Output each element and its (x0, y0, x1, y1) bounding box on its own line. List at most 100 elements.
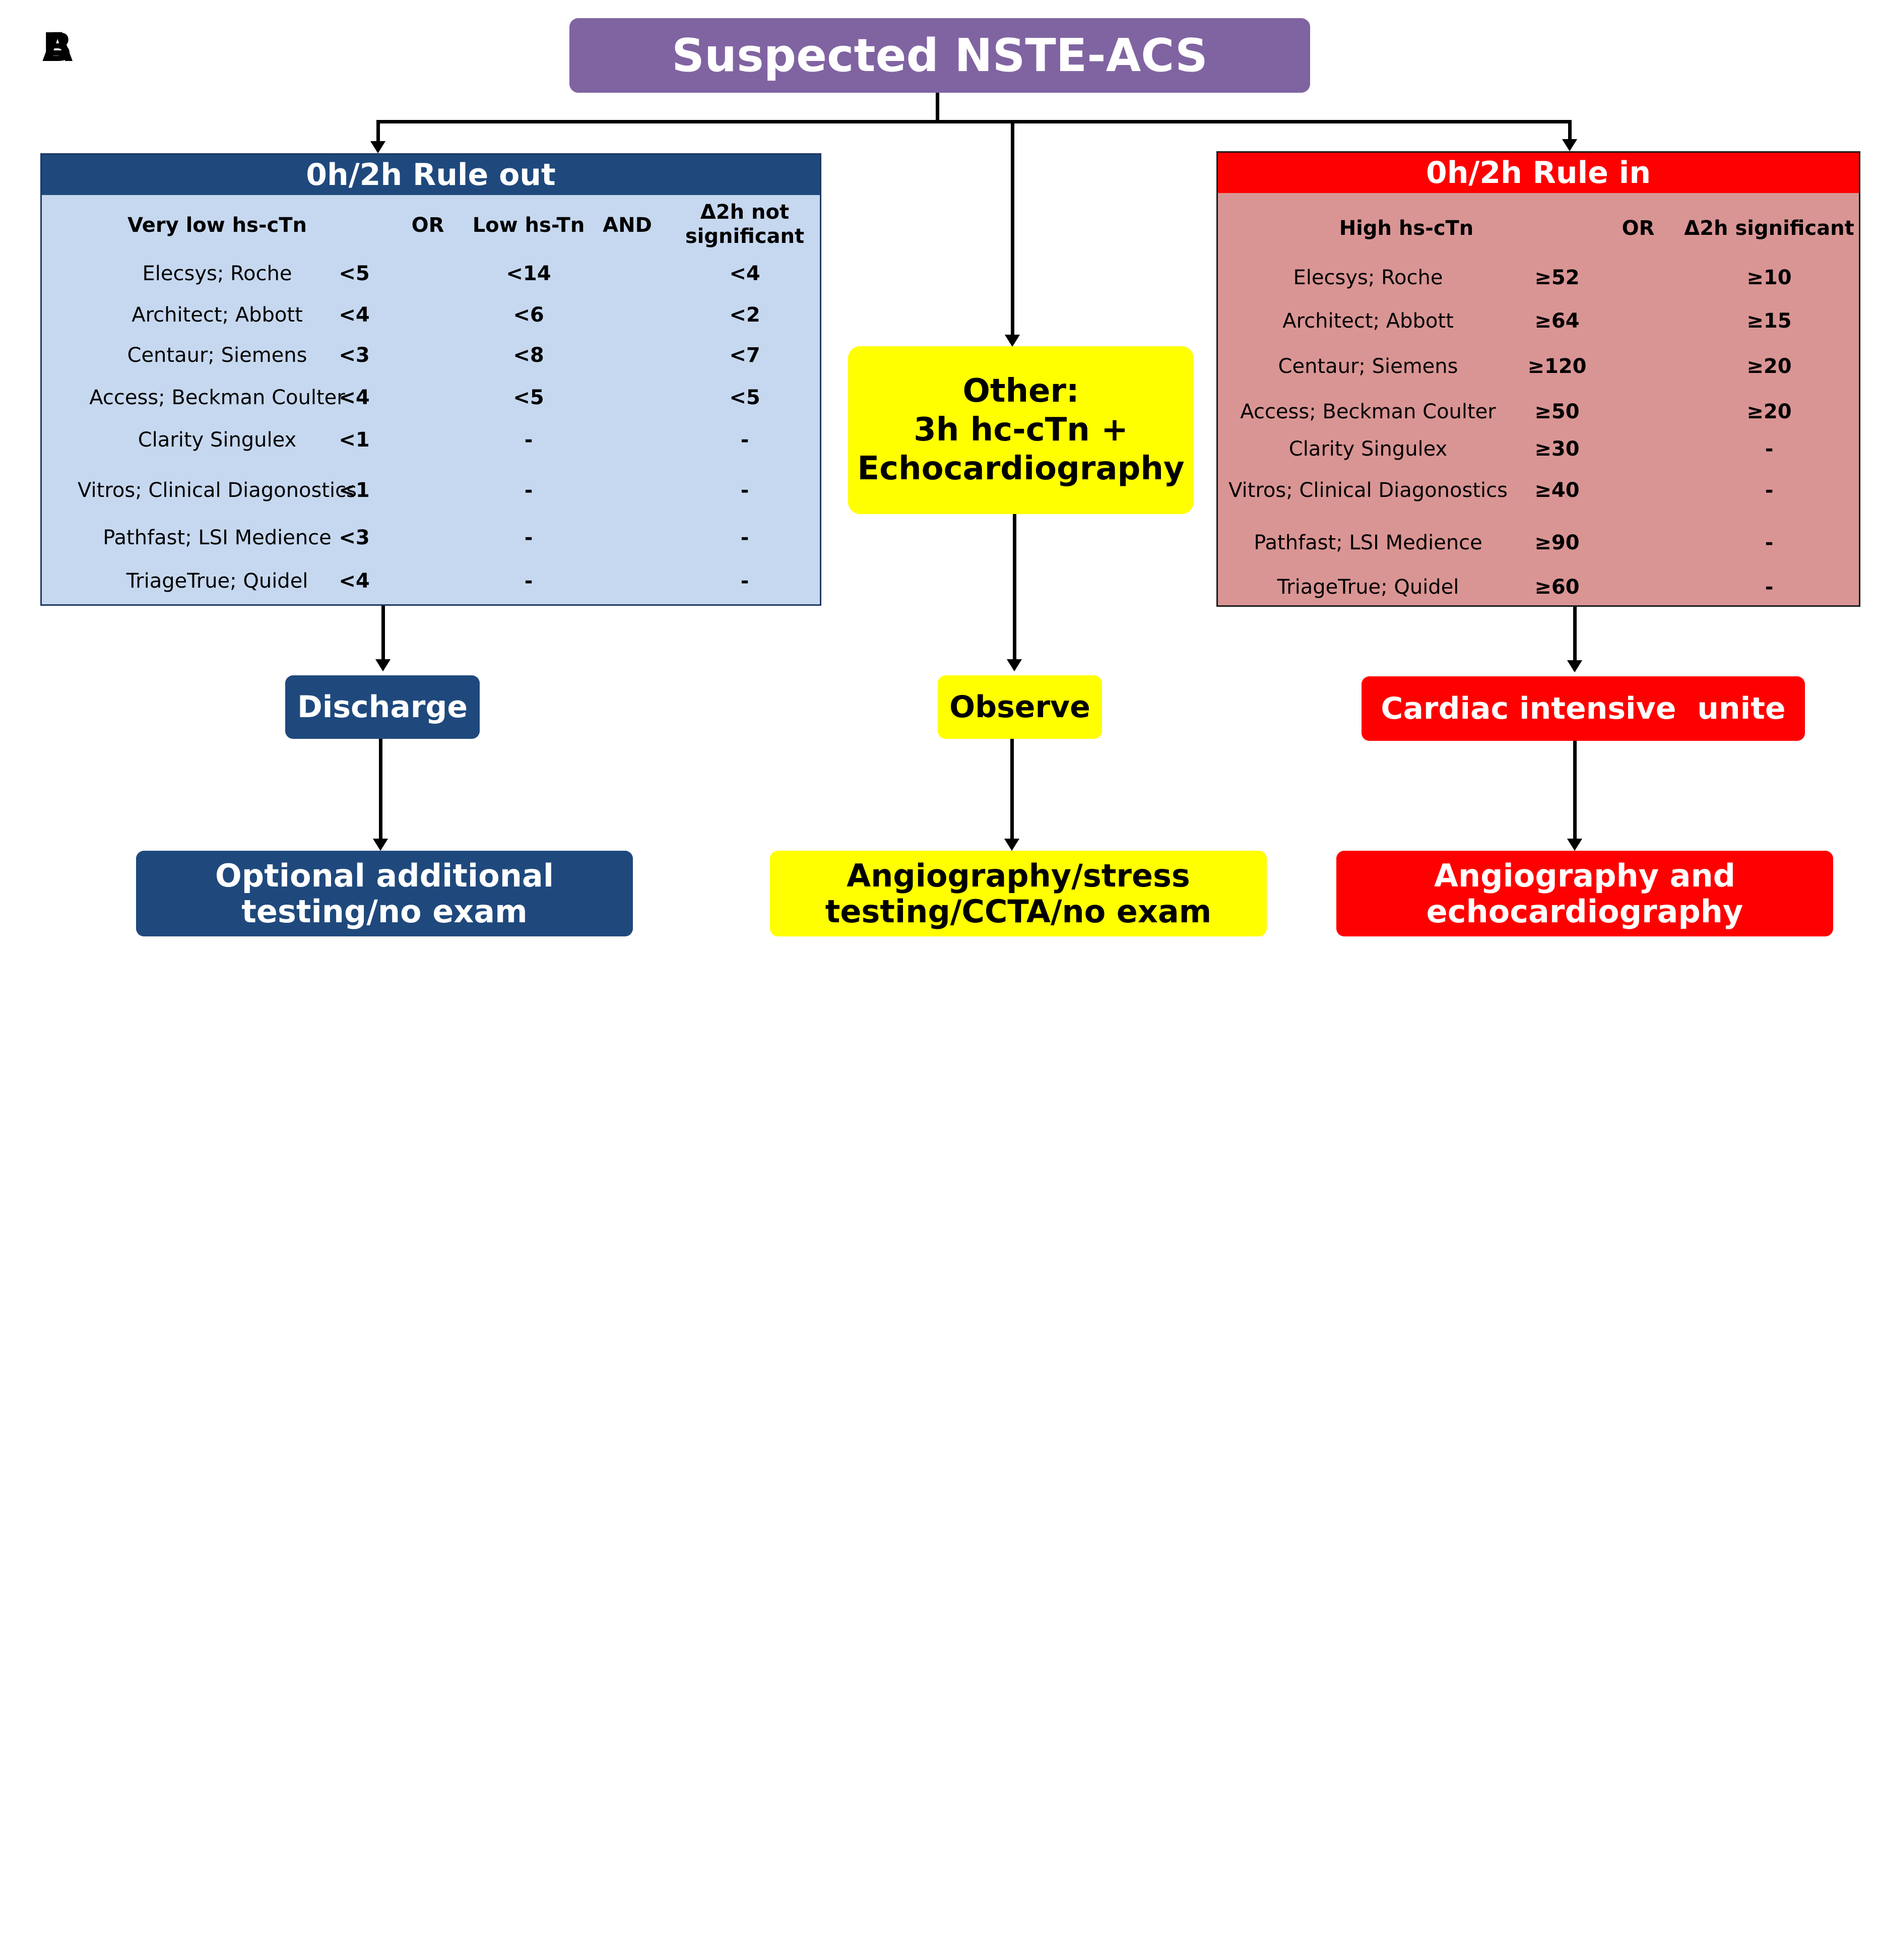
threshold-value: - (740, 428, 749, 452)
threshold-value: ≥120 (1527, 355, 1587, 378)
cardiac-intensive-unit-box: Cardiac intensive unite (1362, 676, 1805, 741)
threshold-value: <4 (339, 303, 370, 327)
threshold-value: <6 (513, 303, 544, 327)
connector-line (379, 739, 382, 841)
threshold-value: <7 (729, 344, 760, 367)
column-header: Low hs-Tn (472, 214, 585, 237)
assay-name: Architect; Abbott (132, 303, 303, 327)
threshold-value: ≥50 (1534, 400, 1580, 423)
assay-name: Centaur; Siemens (1278, 355, 1458, 378)
assay-name: Access; Beckman Coulter (89, 386, 345, 409)
threshold-value: ≥60 (1534, 576, 1580, 599)
assay-name: Centaur; Siemens (127, 344, 307, 367)
column-header: Δ2h significant (1684, 217, 1854, 240)
assay-name: Architect; Abbott (1282, 309, 1454, 333)
column-header: Δ2h not significant (685, 201, 805, 248)
threshold-value: <4 (729, 262, 760, 285)
threshold-value: <5 (513, 386, 544, 409)
threshold-value: <2 (729, 303, 760, 327)
threshold-value: - (524, 428, 533, 452)
assay-name: Vitros; Clinical Diagonostics (78, 479, 357, 502)
other-title: Other: (962, 372, 1079, 410)
threshold-value: ≥64 (1534, 309, 1580, 333)
threshold-value: ≥20 (1746, 400, 1792, 423)
rule-out-table: 0h/2h Rule out Very low hs-cTn OR Low hs… (40, 153, 821, 606)
column-header: AND (603, 214, 652, 237)
threshold-value: - (1765, 479, 1774, 502)
threshold-value: - (1765, 531, 1774, 554)
assay-name: Pathfast; LSI Medience (1254, 531, 1482, 554)
arrowhead (370, 141, 385, 153)
threshold-value: <5 (339, 262, 370, 285)
assay-name: Clarity Singulex (138, 428, 297, 452)
assay-name: Pathfast; LSI Medience (103, 526, 332, 549)
panel-letter: B (42, 25, 73, 71)
threshold-value: - (740, 526, 749, 549)
threshold-value: <8 (513, 344, 544, 367)
threshold-value: <5 (729, 386, 760, 409)
threshold-value: <1 (339, 428, 370, 452)
threshold-value: - (524, 570, 533, 593)
optional-testing-box: Optional additional testing/no exam (136, 851, 633, 936)
rule-out-header: 0h/2h Rule out (42, 155, 820, 195)
threshold-value: - (524, 479, 533, 502)
other-line: Echocardiography (857, 450, 1185, 487)
assay-name: Elecsys; Roche (1293, 266, 1443, 289)
arrowhead (1005, 335, 1020, 347)
arrowhead (373, 839, 388, 851)
threshold-value: ≥52 (1534, 266, 1580, 289)
threshold-value: ≥90 (1534, 531, 1580, 554)
panel-letter: A (42, 25, 73, 71)
threshold-value: ≥40 (1534, 479, 1580, 502)
other-line: 3h hc-cTn + (914, 411, 1128, 449)
discharge-box: Discharge (285, 675, 480, 739)
threshold-value: <3 (339, 526, 370, 549)
angiography-echo-box: Angiography and echocardiography (1336, 851, 1833, 936)
threshold-value: <3 (339, 344, 370, 367)
threshold-value: <1 (339, 479, 370, 502)
arrowhead (1004, 839, 1019, 851)
connector-line (936, 93, 939, 122)
threshold-value: - (524, 526, 533, 549)
rule-in-header: 0h/2h Rule in (1218, 153, 1859, 193)
connector-line (1011, 122, 1014, 336)
arrowhead (1007, 659, 1022, 671)
flowchart-panel: B Suspected NSTE-ACS 0h/2h Rule out Very… (0, 18, 1877, 1959)
assay-name: Elecsys; Roche (142, 262, 292, 285)
assay-name: Clarity Singulex (1288, 437, 1448, 461)
threshold-value: ≥30 (1534, 437, 1580, 461)
assay-name: TriageTrue; Quidel (126, 570, 308, 593)
threshold-value: - (740, 479, 749, 502)
connector-line (1010, 739, 1014, 841)
arrowhead (1567, 660, 1582, 672)
panel-b: B Suspected NSTE-ACS 0h/2h Rule out Very… (0, 18, 1877, 1959)
threshold-value: - (1765, 576, 1774, 599)
column-header: Very low hs-cTn (127, 214, 307, 237)
connector-line (1573, 741, 1577, 841)
observe-box: Observe (938, 675, 1102, 739)
connector-line (1568, 120, 1572, 141)
angiography-stress-box: Angiography/stress testing/CCTA/no exam (770, 851, 1267, 936)
column-header: High hs-cTn (1339, 217, 1474, 240)
threshold-value: ≥15 (1746, 309, 1792, 333)
threshold-value: ≥20 (1746, 355, 1792, 378)
suspected-nste-acs-box: Suspected NSTE-ACS (569, 18, 1310, 93)
arrowhead (375, 659, 391, 671)
threshold-value: <4 (339, 570, 370, 593)
rule-in-table: 0h/2h Rule in High hs-cTn OR Δ2h signifi… (1216, 151, 1860, 607)
arrowhead (1562, 139, 1577, 151)
threshold-value: <4 (339, 386, 370, 409)
column-header: OR (411, 214, 444, 237)
threshold-value: - (740, 570, 749, 593)
other-box: Other: 3h hc-cTn + Echocardiography (848, 346, 1194, 514)
connector-line (1573, 607, 1577, 662)
connector-line (381, 606, 385, 661)
assay-name: TriageTrue; Quidel (1277, 576, 1459, 599)
column-header: OR (1622, 217, 1655, 240)
connector-line (1013, 514, 1016, 661)
threshold-value: ≥10 (1746, 266, 1792, 289)
assay-name: Access; Beckman Coulter (1240, 400, 1496, 423)
connector-line (376, 120, 380, 143)
threshold-value: - (1765, 437, 1774, 461)
threshold-value: <14 (506, 262, 551, 285)
